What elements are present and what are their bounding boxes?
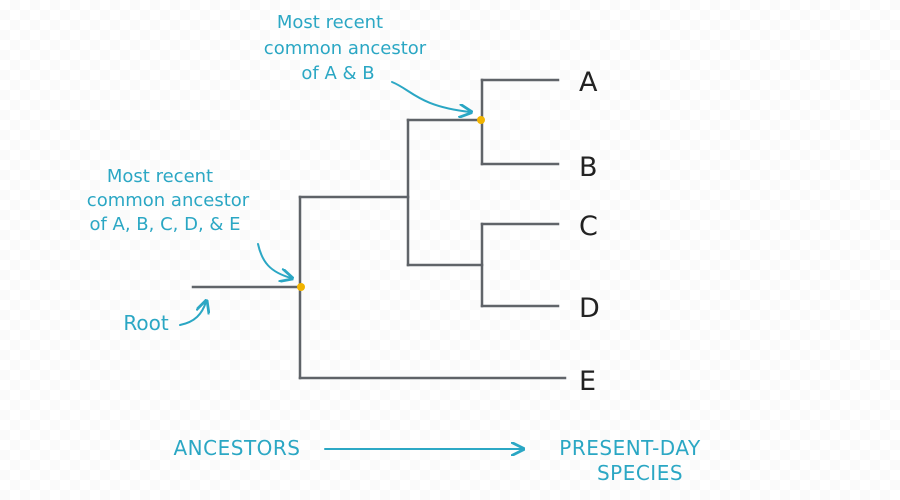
annotation-mrca-all-arrow <box>257 243 291 278</box>
leaf-label-d: D <box>579 293 600 324</box>
annotation-mrca-ab-line-1: Most recent <box>277 12 383 33</box>
annotation-mrca-all-line-2: common ancestor <box>87 190 250 211</box>
time-axis: ANCESTORS PRESENT-DAY SPECIES <box>174 436 701 485</box>
time-axis-end-label-line-2: SPECIES <box>597 461 683 485</box>
mrca-all-node <box>297 283 305 291</box>
annotation-mrca-ab-line-3: of A & B <box>301 63 374 84</box>
time-axis-start-label: ANCESTORS <box>174 436 301 460</box>
annotation-root-label: Root <box>123 311 168 335</box>
leaf-label-b: B <box>579 152 598 183</box>
annotation-mrca-ab: Most recent common ancestor of A & B <box>264 12 470 112</box>
annotation-root-arrow <box>179 302 206 326</box>
annotation-mrca-all-line-3: of A, B, C, D, & E <box>89 214 240 235</box>
leaf-label-e: E <box>579 366 596 397</box>
leaf-label-c: C <box>579 211 598 242</box>
time-axis-end-label-line-1: PRESENT-DAY <box>559 436 701 460</box>
leaf-label-a: A <box>579 67 598 98</box>
annotation-mrca-ab-arrow <box>391 81 470 112</box>
annotation-mrca-ab-line-2: common ancestor <box>264 38 427 59</box>
annotation-root: Root <box>123 302 206 335</box>
annotation-mrca-all-line-1: Most recent <box>107 166 213 187</box>
tree-branches <box>191 78 567 380</box>
annotation-mrca-all: Most recent common ancestor of A, B, C, … <box>87 166 291 278</box>
mrca-ab-node <box>477 116 485 124</box>
